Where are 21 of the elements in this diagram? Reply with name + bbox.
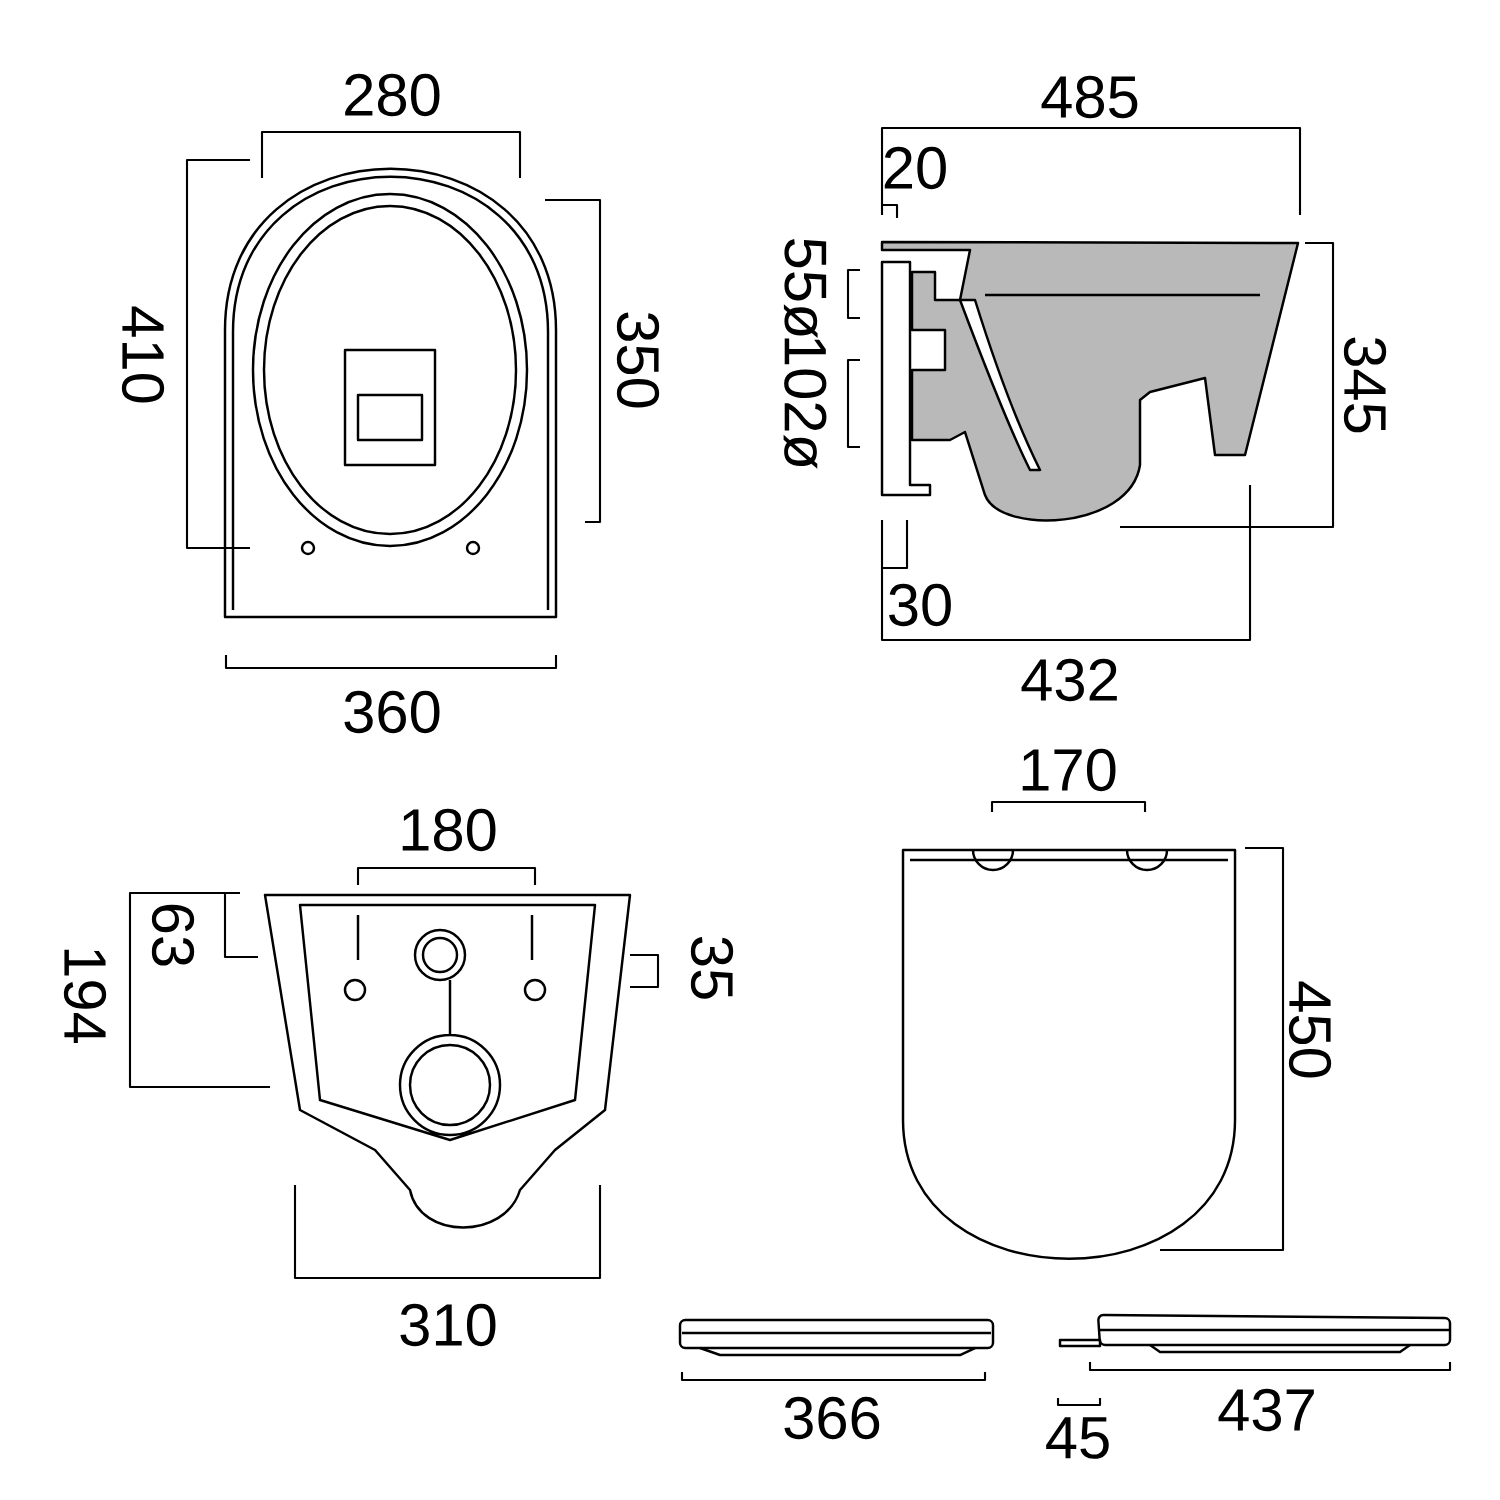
dimension-label: 20 [884, 146, 946, 190]
dimension-label: 345 [1343, 337, 1387, 433]
dimension-label: 280 [345, 73, 440, 117]
dimension-label: 30 [889, 583, 951, 627]
dimension-label: 366 [784, 1396, 880, 1440]
dimension-label: 310 [400, 1303, 496, 1347]
dimension-label: 45 [1046, 1417, 1109, 1459]
dimension-label: 410 [121, 306, 165, 403]
dimension-label: 450 [1288, 981, 1332, 1078]
dimension-label: 170 [1022, 748, 1116, 792]
dimension-label: 55ø [783, 238, 827, 339]
dimension-label: 35 [690, 937, 734, 999]
dimension-label: 432 [1021, 658, 1117, 702]
dimension-label: 360 [344, 690, 440, 734]
dimension-label: 485 [1041, 75, 1138, 119]
dimension-label: 180 [402, 808, 496, 852]
dimension-label: 63 [151, 904, 195, 966]
dimension-label: 437 [1218, 1388, 1314, 1432]
dimension-label: 194 [63, 949, 107, 1044]
dimension-label: 350 [616, 312, 660, 408]
dimension-label: 102ø [783, 338, 827, 469]
